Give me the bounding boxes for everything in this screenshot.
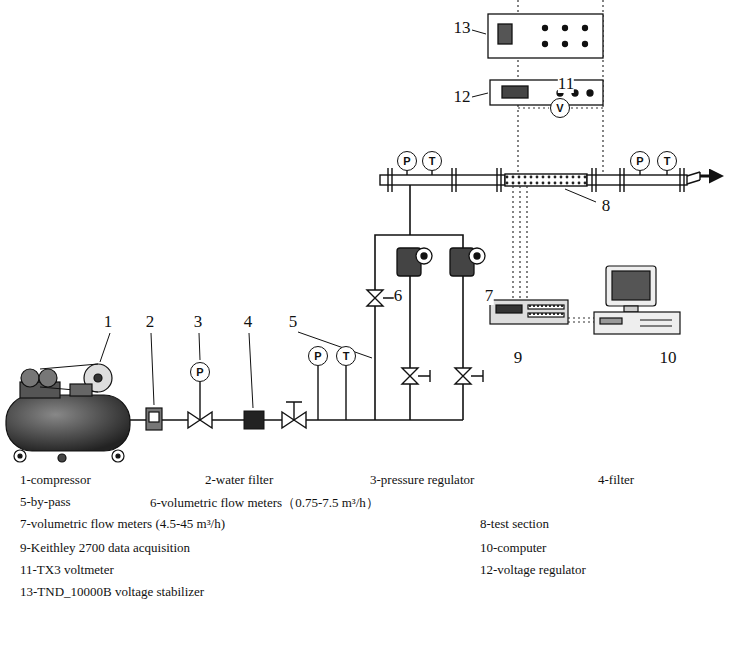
gauge-symbol: P <box>190 362 210 382</box>
label-text: 4-filter <box>598 472 634 487</box>
key-line: 12-voltage regulator <box>480 562 586 578</box>
gauge-letter: T <box>429 156 436 167</box>
key-line: 4-filter <box>598 472 634 488</box>
key-line: 11-TX3 voltmeter <box>20 562 114 578</box>
label-text: 12-voltage regulator <box>480 562 586 577</box>
gauge-letter: P <box>403 156 410 167</box>
label-text: 13-TND_10000B voltage stabilizer <box>20 584 204 599</box>
key-line: 8-test section <box>480 516 549 532</box>
label-text: 5 <box>289 312 298 331</box>
label-text: 5-by-pass <box>20 494 71 509</box>
gauge-symbol: P <box>630 151 650 171</box>
callout-number: 3 <box>194 312 203 332</box>
gauge-symbol: P <box>397 151 417 171</box>
label-text: 4 <box>244 312 253 331</box>
gauge-symbol: T <box>657 151 677 171</box>
label-text: 10 <box>660 348 677 367</box>
callout-number: 1 <box>104 312 113 332</box>
label-text: 11 <box>558 74 574 93</box>
label-text: 2-water filter <box>205 472 273 487</box>
label-text: 8-test section <box>480 516 549 531</box>
label-text: 7-volumetric flow meters (4.5-45 m³/h) <box>20 516 225 531</box>
gauge-symbol: P <box>308 346 328 366</box>
gauge-letter: T <box>664 156 671 167</box>
label-text: 1-compressor <box>20 472 91 487</box>
label-text: 6-volumetric flow meters（0.75-7.5 m³/h） <box>150 495 379 510</box>
callout-number: 8 <box>602 196 611 216</box>
key-line: 1-compressor <box>20 472 91 488</box>
voltmeter-symbol: V <box>550 98 570 118</box>
key-line: 5-by-pass <box>20 494 71 510</box>
label-text: 3-pressure regulator <box>370 472 474 487</box>
callout-number: 11 <box>558 74 574 94</box>
gauge-symbol: T <box>422 151 442 171</box>
water-filter <box>146 408 162 430</box>
label-text: 11-TX3 voltmeter <box>20 562 114 577</box>
label-text: 9-Keithley 2700 data acquisition <box>20 540 190 555</box>
label-text: 1 <box>104 312 113 331</box>
key-line: 13-TND_10000B voltage stabilizer <box>20 584 204 600</box>
callout-number: 10 <box>660 348 677 368</box>
callout-number: 9 <box>514 348 523 368</box>
data-acquisition <box>490 300 568 324</box>
gauge-symbol: T <box>336 346 356 366</box>
callout-number: 12 <box>454 87 471 107</box>
label-text: 8 <box>602 196 611 215</box>
leader-lines <box>100 30 596 408</box>
compressor <box>6 364 130 462</box>
gauge-letter: T <box>343 351 350 362</box>
label-text: 12 <box>454 87 471 106</box>
gauge-letter: V <box>556 103 563 114</box>
key-line: 7-volumetric flow meters (4.5-45 m³/h) <box>20 516 225 532</box>
callout-number: 13 <box>454 18 471 38</box>
key-line: 10-computer <box>480 540 546 556</box>
gauge-letter: P <box>636 156 643 167</box>
gauge-stem <box>318 366 346 420</box>
filter <box>244 411 264 429</box>
label-text: 10-computer <box>480 540 546 555</box>
pressure-regulator <box>188 382 212 428</box>
label-text: 7 <box>485 286 494 305</box>
callout-number: 5 <box>289 312 298 332</box>
key-line: 2-water filter <box>205 472 273 488</box>
callout-number: 2 <box>146 312 155 332</box>
branch-valves <box>367 290 483 384</box>
key-line: 3-pressure regulator <box>370 472 474 488</box>
voltage-stabilizer <box>488 14 603 58</box>
voltage-regulator <box>490 80 603 105</box>
key-line: 6-volumetric flow meters（0.75-7.5 m³/h） <box>150 494 379 512</box>
key-line: 9-Keithley 2700 data acquisition <box>20 540 190 556</box>
label-text: 13 <box>454 18 471 37</box>
gauge-letter: P <box>314 351 321 362</box>
hand-valve <box>282 402 306 428</box>
label-text: 9 <box>514 348 523 367</box>
flow-meter <box>397 248 485 276</box>
label-text: 2 <box>146 312 155 331</box>
callout-number: 7 <box>485 286 494 306</box>
gauge-letter: P <box>196 367 203 378</box>
computer <box>594 266 680 334</box>
branch-pipes <box>375 185 463 420</box>
callout-number: 4 <box>244 312 253 332</box>
label-text: 6 <box>394 286 403 305</box>
callout-number: 6 <box>394 286 403 306</box>
test-pipe <box>380 168 712 192</box>
label-text: 3 <box>194 312 203 331</box>
